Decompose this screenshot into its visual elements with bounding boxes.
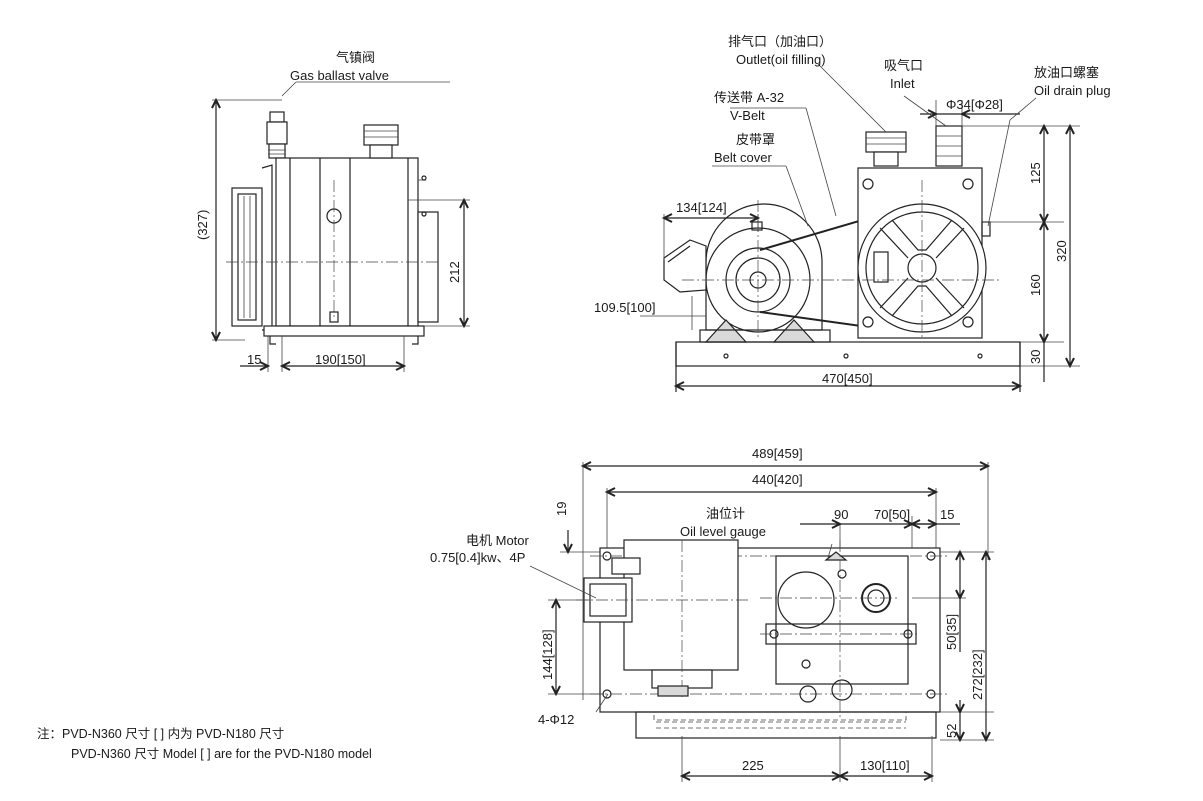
dim-160: 160 [1028, 274, 1043, 296]
motor-label: 电机 Motor [466, 533, 530, 548]
dim-440: 440[420] [752, 472, 803, 487]
dim-190: 190[150] [315, 352, 366, 367]
inlet-label-cn: 吸气口 [884, 58, 923, 73]
dim-90: 90 [834, 507, 848, 522]
motor-spec: 0.75[0.4]kw、4P [430, 550, 525, 565]
pump-top [775, 555, 909, 685]
dim-144: 144[128] [540, 629, 555, 680]
vbelt-label-cn: 传送带 A-32 [714, 90, 784, 105]
note-line-2: PVD-N360 尺寸 Model [ ] are for the PVD-N1… [71, 747, 372, 761]
dim-212: 212 [447, 261, 462, 283]
inlet-label-en: Inlet [890, 76, 915, 91]
motor-top [623, 539, 739, 671]
vbelt-label-en: V-Belt [730, 108, 765, 123]
dim-130: 130[110] [860, 758, 910, 773]
belt-cover-top [635, 711, 937, 739]
holes-label: 4-Φ12 [538, 712, 574, 727]
dim-134: 134[124] [676, 200, 727, 215]
dim-109: 109.5[100] [594, 300, 655, 315]
outlet-label-cn: 排气口（加油口） [728, 34, 832, 49]
beltcover-label-en: Belt cover [714, 150, 772, 165]
dim-70: 70[50] [874, 507, 910, 522]
top-view [529, 461, 994, 782]
pump-body [275, 157, 419, 327]
dim-15: 15 [247, 352, 261, 367]
dim-272: 272[232] [970, 649, 985, 700]
dim-50: 50[35] [944, 614, 959, 650]
dim-30: 30 [1028, 350, 1043, 364]
oil-gauge-label-cn: 油位计 [706, 506, 745, 521]
drain-label-en: Oil drain plug [1034, 83, 1111, 98]
pulley [231, 187, 263, 327]
gas-ballast-label-cn: 气镇阀 [336, 50, 375, 65]
note-line-1: 注：PVD-N360 尺寸 [ ] 内为 PVD-N180 尺寸 [37, 726, 284, 741]
dim-19: 19 [554, 502, 569, 516]
front-view [640, 63, 1080, 392]
dim-225: 225 [742, 758, 764, 773]
oil-gauge-label-en: Oil level gauge [680, 524, 766, 539]
dim-125: 125 [1028, 162, 1043, 184]
gas-ballast-label-en: Gas ballast valve [290, 68, 389, 83]
dim-52: 52 [944, 724, 959, 738]
dim-320: 320 [1054, 240, 1069, 262]
outlet-label-en: Outlet(oil filling) [736, 52, 826, 67]
dim-15-top: 15 [940, 507, 954, 522]
drain-label-cn: 放油口螺塞 [1034, 65, 1099, 80]
dim-470: 470[450] [822, 371, 873, 386]
dim-phi34: Φ34[Φ28] [946, 97, 1003, 112]
gas-ballast-valve [269, 111, 285, 123]
beltcover-label-cn: 皮带罩 [736, 132, 775, 147]
dim-489: 489[459] [752, 446, 803, 461]
dim-327: (327) [195, 210, 210, 240]
side-view [211, 81, 470, 372]
